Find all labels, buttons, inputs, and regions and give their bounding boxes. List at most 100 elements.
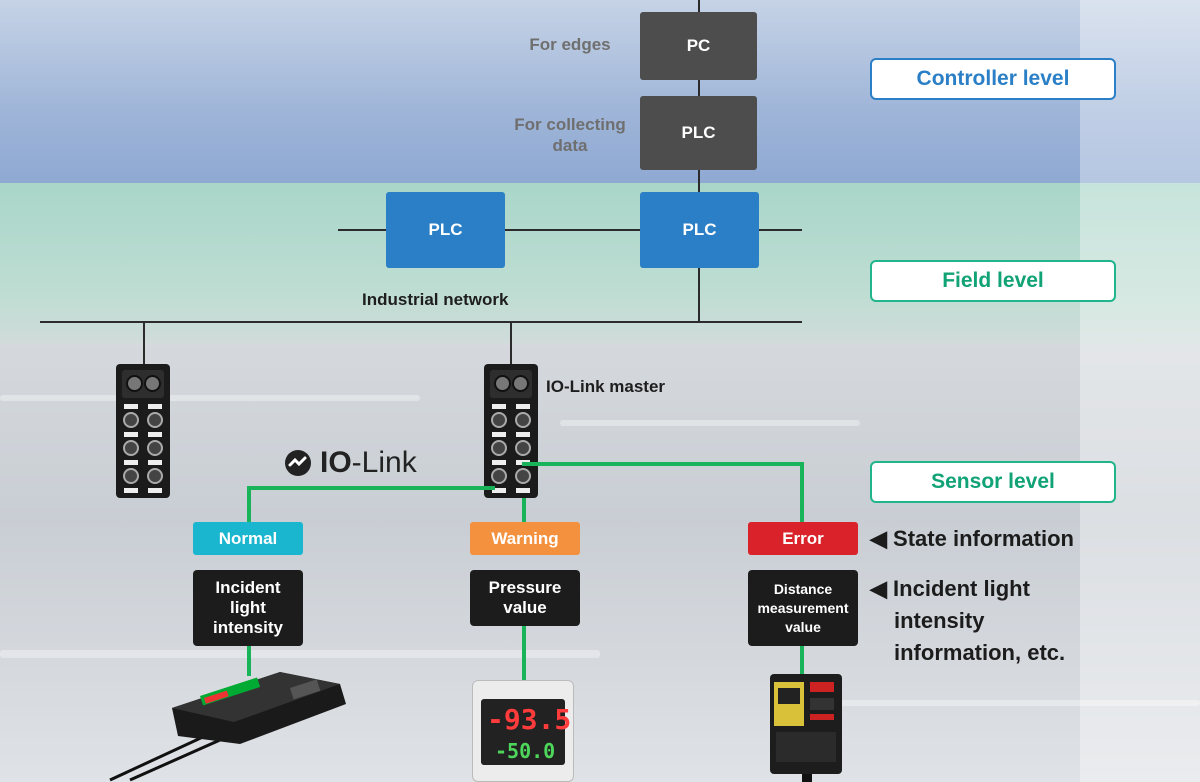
port-tag	[492, 432, 506, 437]
info-line: Distance	[773, 580, 833, 597]
distance-sensor	[770, 674, 842, 782]
port	[147, 468, 163, 484]
port-tag	[124, 488, 138, 493]
iolink-wire-left-h	[247, 486, 495, 490]
port	[491, 468, 507, 484]
legend-state: ◀ State information	[870, 523, 1074, 555]
io-link-logo-rest: -Link	[351, 446, 417, 479]
plc-collector-caption: For collecting data	[500, 114, 640, 156]
legend-incident-line3: information, etc.	[894, 640, 1066, 665]
port	[491, 440, 507, 456]
io-module-left	[116, 364, 170, 498]
pressure-display-bottom: -50.0	[495, 739, 556, 763]
motion-streak	[840, 700, 1200, 706]
fiber-amplifier-sensor	[109, 672, 346, 782]
pc-caption: For edges	[529, 35, 611, 54]
field-bus-line	[338, 229, 802, 231]
port	[515, 440, 531, 456]
wire-top	[698, 0, 700, 12]
port-tag	[124, 460, 138, 465]
connector	[144, 375, 161, 392]
info-line: measurement	[757, 599, 849, 616]
port-tag	[516, 432, 530, 437]
port	[123, 440, 139, 456]
io-link-master	[484, 364, 538, 498]
state-normal: Normal	[193, 522, 303, 555]
state-warning: Warning	[470, 522, 580, 555]
io-link-master-label: IO-Link master	[546, 377, 666, 396]
triangle-left-icon: ◀	[870, 526, 887, 551]
iolink-wire-right-v	[800, 462, 804, 522]
pressure-display: -93.5 -50.0	[481, 699, 571, 765]
field-level-label: Field level	[870, 260, 1116, 302]
pc-box: PC	[640, 12, 757, 80]
io-link-logo: IO -Link	[284, 446, 417, 480]
io-link-logo-bold: IO	[320, 446, 352, 479]
info-line: value	[503, 598, 547, 617]
port-tag	[124, 404, 138, 409]
sensor-level-label: Sensor level	[870, 461, 1116, 503]
port	[147, 440, 163, 456]
info-distance: Distance measurement value	[748, 570, 858, 646]
port-tag	[124, 432, 138, 437]
pressure-sensor: -93.5 -50.0	[472, 680, 574, 782]
triangle-left-icon: ◀	[870, 576, 887, 601]
industrial-network-line	[40, 321, 802, 323]
iolink-wire-right-h	[522, 462, 804, 466]
port-tag	[492, 488, 506, 493]
drop-master	[510, 322, 512, 364]
pressure-sensor-header	[479, 687, 567, 697]
controller-level-label: Controller level	[870, 58, 1116, 100]
port-tag	[148, 460, 162, 465]
info-line: Incident	[215, 578, 281, 597]
connector	[494, 375, 511, 392]
motion-streak	[560, 420, 860, 426]
plc-field-left: PLC	[386, 192, 505, 268]
info-line: intensity	[213, 618, 283, 637]
iolink-wire-mid-v	[522, 498, 526, 522]
wire-plc-network	[698, 268, 700, 322]
io-link-logo-icon	[285, 450, 311, 476]
legend-state-text: State information	[893, 526, 1074, 551]
port	[147, 412, 163, 428]
pressure-display-top: -93.5	[487, 703, 572, 736]
port-tag	[148, 432, 162, 437]
port-tag	[148, 488, 162, 493]
port-tag	[492, 404, 506, 409]
port	[123, 468, 139, 484]
port	[515, 412, 531, 428]
wire-plc-field	[698, 170, 700, 194]
drop-left	[143, 322, 145, 364]
info-line: value	[785, 618, 821, 635]
caption-line: For collecting	[514, 115, 626, 134]
iolink-wire-left-v	[247, 486, 251, 522]
wire-to-distance-sensor	[800, 646, 804, 674]
port	[123, 412, 139, 428]
wire-to-pressure-sensor	[522, 626, 526, 684]
state-error: Error	[748, 522, 858, 555]
port	[515, 468, 531, 484]
port-tag	[516, 404, 530, 409]
legend-incident-line1: Incident light	[893, 576, 1030, 601]
motion-streak	[0, 650, 600, 658]
connector	[126, 375, 143, 392]
wire-to-fiber-sensor	[247, 646, 251, 676]
port-tag	[148, 404, 162, 409]
connector	[512, 375, 529, 392]
info-line: light	[230, 598, 266, 617]
info-pressure: Pressure value	[470, 570, 580, 626]
right-light-panel	[1080, 0, 1200, 782]
port	[491, 412, 507, 428]
wire-pc-plc	[698, 80, 700, 96]
plc-collector-box: PLC	[640, 96, 757, 170]
legend-incident: ◀ Incident light intensity information, …	[870, 573, 1065, 669]
info-line: Pressure	[488, 578, 562, 597]
port-tag	[492, 460, 506, 465]
motion-streak	[0, 395, 420, 401]
caption-line: data	[552, 136, 588, 155]
legend-incident-line2: intensity	[894, 608, 985, 633]
industrial-network-label: Industrial network	[362, 290, 509, 309]
info-incident-light: Incident light intensity	[193, 570, 303, 646]
port-tag	[516, 488, 530, 493]
plc-field-right: PLC	[640, 192, 759, 268]
